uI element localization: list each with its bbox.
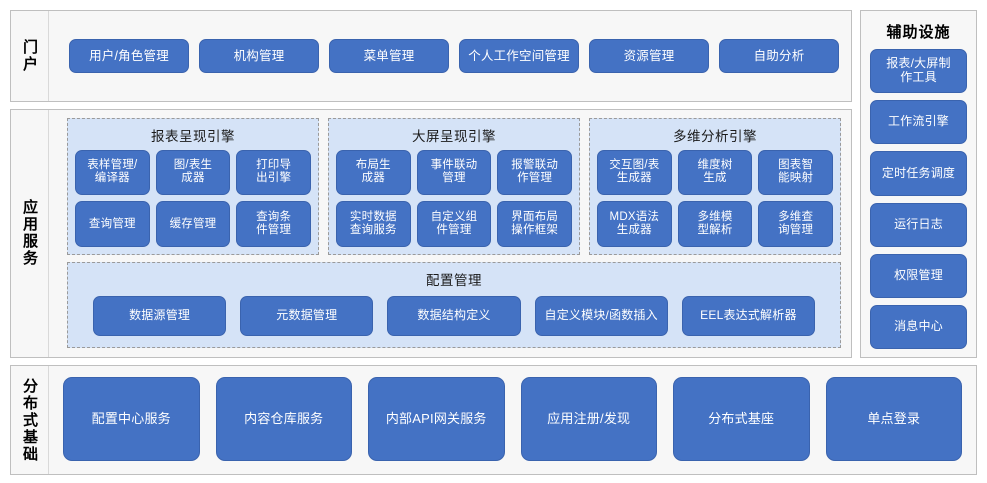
portal-panel: 门户 用户/角色管理 机构管理 菜单管理 个人工作空间管理 资源管理 自助分析 <box>10 10 852 102</box>
infrastructure-row: 分布式基础 配置中心服务 内容仓库服务 内部API网关服务 应用注册/发现 分布… <box>10 365 977 475</box>
distributed-infrastructure-panel: 分布式基础 配置中心服务 内容仓库服务 内部API网关服务 应用注册/发现 分布… <box>10 365 977 475</box>
portal-section-label: 门户 <box>11 11 49 101</box>
multidimensional-analysis-engine-group: 多维分析引擎 交互图/表 生成器 维度树 生成 图表智 能映射 MDX语法 生成… <box>589 117 841 255</box>
engine-group-row: 报表呈现引擎 表样管理/ 编译器 图/表生 成器 打印导 出引擎 查询管理 缓存… <box>67 117 841 255</box>
portal-item-user-role[interactable]: 用户/角色管理 <box>69 38 189 73</box>
aux-item-permission-management[interactable]: 权限管理 <box>870 253 967 298</box>
aux-item-message-center[interactable]: 消息中心 <box>870 304 967 350</box>
auxiliary-facilities-title: 辅助设施 <box>886 24 951 41</box>
infra-item-single-sign-on[interactable]: 单点登录 <box>825 377 962 461</box>
application-service-body: 报表呈现引擎 表样管理/ 编译器 图/表生 成器 打印导 出引擎 查询管理 缓存… <box>57 110 851 357</box>
bigscreen-item-layout-generator[interactable]: 布局生 成器 <box>336 149 411 196</box>
bigscreen-rendering-engine-items: 布局生 成器 事件联动 管理 报警联动 作管理 实时数据 查询服务 自定义组 件… <box>336 149 572 247</box>
report-item-print-export-engine[interactable]: 打印导 出引擎 <box>236 149 311 196</box>
infra-item-distributed-base[interactable]: 分布式基座 <box>673 377 810 461</box>
portal-item-menu[interactable]: 菜单管理 <box>329 38 449 73</box>
report-rendering-engine-group: 报表呈现引擎 表样管理/ 编译器 图/表生 成器 打印导 出引擎 查询管理 缓存… <box>67 117 319 255</box>
report-item-cache-management[interactable]: 缓存管理 <box>155 201 231 247</box>
bigscreen-item-event-linkage-management[interactable]: 事件联动 管理 <box>416 149 492 196</box>
portal-item-workspace[interactable]: 个人工作空间管理 <box>459 38 579 73</box>
multidim-item-multidimensional-model-parsing[interactable]: 多维模 型解析 <box>677 201 753 247</box>
config-item-custom-module-function-insert[interactable]: 自定义模块/函数插入 <box>534 296 668 336</box>
report-item-template-compiler[interactable]: 表样管理/ 编译器 <box>75 149 150 196</box>
report-item-query-condition-management[interactable]: 查询条 件管理 <box>236 201 311 247</box>
multidim-item-dimension-tree-generation[interactable]: 维度树 生成 <box>677 149 753 196</box>
infra-item-config-center-service[interactable]: 配置中心服务 <box>63 377 200 461</box>
portal-button-group: 用户/角色管理 机构管理 菜单管理 个人工作空间管理 资源管理 自助分析 <box>57 11 851 101</box>
application-service-panel: 应用服务 报表呈现引擎 表样管理/ 编译器 图/表生 成器 打印导 出引擎 查 <box>10 108 852 358</box>
multidim-item-chart-smart-mapping[interactable]: 图表智 能映射 <box>758 149 833 196</box>
report-rendering-engine-title: 报表呈现引擎 <box>151 128 235 144</box>
report-item-chart-generator[interactable]: 图/表生 成器 <box>155 149 231 196</box>
multidimensional-analysis-engine-title: 多维分析引擎 <box>673 128 757 144</box>
bigscreen-item-alarm-linkage-action-management[interactable]: 报警联动 作管理 <box>497 149 572 196</box>
infra-item-internal-api-gateway-service[interactable]: 内部API网关服务 <box>368 377 505 461</box>
report-item-query-management[interactable]: 查询管理 <box>75 201 150 247</box>
config-item-eel-expression-parser[interactable]: EEL表达式解析器 <box>681 296 816 336</box>
infra-item-content-repository-service[interactable]: 内容仓库服务 <box>215 377 352 461</box>
distributed-infrastructure-label: 分布式基础 <box>11 366 49 474</box>
report-rendering-engine-items: 表样管理/ 编译器 图/表生 成器 打印导 出引擎 查询管理 缓存管理 查询条 … <box>75 149 311 247</box>
distributed-infrastructure-items: 配置中心服务 内容仓库服务 内部API网关服务 应用注册/发现 分布式基座 单点… <box>49 366 976 474</box>
aux-item-report-bigscreen-tool[interactable]: 报表/大屏制 作工具 <box>870 49 967 94</box>
bigscreen-item-ui-layout-framework[interactable]: 界面布局 操作框架 <box>497 201 572 247</box>
bigscreen-rendering-engine-group: 大屏呈现引擎 布局生 成器 事件联动 管理 报警联动 作管理 实时数据 查询服务… <box>328 117 580 255</box>
configuration-management-group: 配置管理 数据源管理 元数据管理 数据结构定义 自定义模块/函数插入 EEL表达… <box>67 262 841 348</box>
auxiliary-facilities-panel: 辅助设施 报表/大屏制 作工具 工作流引擎 定时任务调度 运行日志 权限管理 消… <box>860 10 977 358</box>
config-item-metadata-management[interactable]: 元数据管理 <box>240 296 374 336</box>
portal-item-resource[interactable]: 资源管理 <box>589 38 709 73</box>
aux-item-workflow-engine[interactable]: 工作流引擎 <box>870 100 967 145</box>
config-item-datasource-management[interactable]: 数据源管理 <box>93 296 227 336</box>
configuration-management-items: 数据源管理 元数据管理 数据结构定义 自定义模块/函数插入 EEL表达式解析器 <box>75 294 833 340</box>
multidim-item-multidimensional-query-management[interactable]: 多维查 询管理 <box>758 201 833 247</box>
bigscreen-rendering-engine-title: 大屏呈现引擎 <box>412 128 496 144</box>
auxiliary-facilities-column: 辅助设施 报表/大屏制 作工具 工作流引擎 定时任务调度 运行日志 权限管理 消… <box>860 10 977 358</box>
multidim-item-mdx-syntax-generator[interactable]: MDX语法 生成器 <box>597 201 672 247</box>
aux-item-scheduled-task-scheduling[interactable]: 定时任务调度 <box>870 151 967 196</box>
infra-item-app-registry-discovery[interactable]: 应用注册/发现 <box>520 377 657 461</box>
configuration-management-title: 配置管理 <box>426 273 482 288</box>
multidim-item-interactive-chart-generator[interactable]: 交互图/表 生成器 <box>597 149 672 196</box>
aux-item-runtime-log[interactable]: 运行日志 <box>870 202 967 247</box>
bigscreen-item-custom-component-management[interactable]: 自定义组 件管理 <box>416 201 492 247</box>
multidimensional-analysis-engine-items: 交互图/表 生成器 维度树 生成 图表智 能映射 MDX语法 生成器 多维模 型… <box>597 149 833 247</box>
portal-item-self-analysis[interactable]: 自助分析 <box>719 38 839 73</box>
application-service-label: 应用服务 <box>11 109 49 357</box>
config-item-data-structure-definition[interactable]: 数据结构定义 <box>387 296 521 336</box>
bigscreen-item-realtime-data-query-service[interactable]: 实时数据 查询服务 <box>336 201 411 247</box>
portal-item-org[interactable]: 机构管理 <box>199 38 319 73</box>
